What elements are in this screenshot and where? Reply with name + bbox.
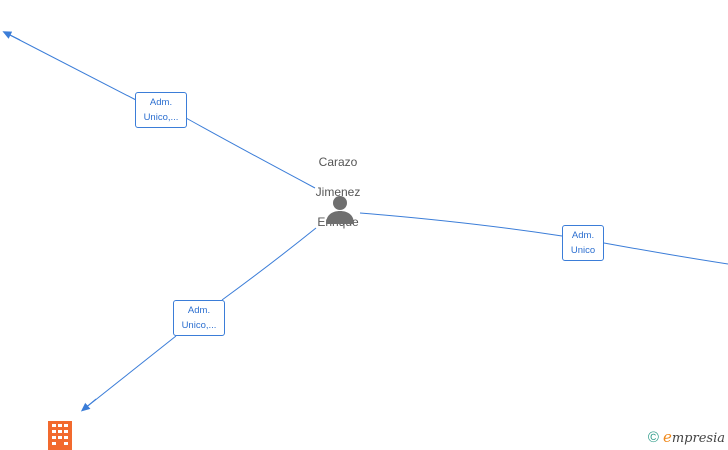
building-icon[interactable] [47, 420, 73, 450]
edge-top-left[interactable] [5, 32, 316, 189]
person-icon[interactable] [324, 194, 356, 224]
edge-bottom-left[interactable] [83, 227, 317, 410]
role-label-line2: Unico [570, 245, 596, 256]
role-label-line1: Adm. [571, 230, 595, 241]
person-name-label[interactable]: Carazo Jimenez Enrique [298, 140, 378, 245]
edge-right[interactable] [359, 212, 728, 265]
role-label-line1: Adm. [187, 305, 211, 316]
role-box-right[interactable]: Adm. Unico [562, 225, 604, 261]
role-box-bottom-left[interactable]: Adm. Unico,... [173, 300, 225, 336]
edge-top-left-arrow [2, 31, 21, 41]
brand-watermark: © empresia [648, 428, 725, 446]
person-name-line1: Carazo [318, 155, 358, 169]
role-label-line1: Adm. [149, 97, 173, 108]
role-label-line2: Unico,... [181, 320, 217, 331]
person-name-line2: Jimenez [315, 185, 361, 199]
role-label-line2: Unico,... [143, 112, 179, 123]
role-box-top-left[interactable]: Adm. Unico,... [135, 92, 187, 128]
copyright-symbol: © [647, 428, 659, 446]
edge-bottom-left-arrow [80, 398, 97, 412]
brand-logo: empresia [662, 428, 725, 446]
